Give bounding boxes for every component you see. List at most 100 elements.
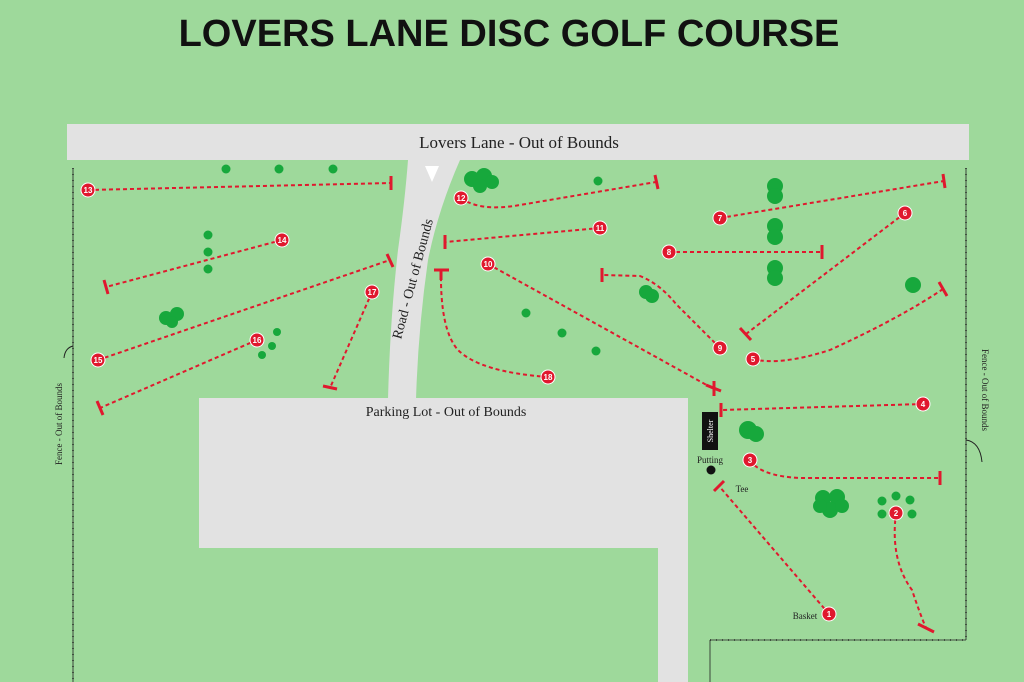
fairway-9 <box>602 274 721 349</box>
fairway-7 <box>719 180 945 219</box>
fairway-14 <box>105 239 283 288</box>
svg-text:1: 1 <box>827 610 832 619</box>
putting-label: Putting <box>697 455 724 465</box>
tree <box>203 264 213 274</box>
fairway-15 <box>97 259 391 361</box>
hole-marker-11: 11 <box>592 220 608 236</box>
parking-lot <box>199 398 688 682</box>
hole-marker-9: 9 <box>712 340 728 356</box>
svg-text:5: 5 <box>751 355 756 364</box>
hole-marker-5: 5 <box>745 351 761 367</box>
tree <box>268 342 276 350</box>
svg-text:11: 11 <box>596 224 605 233</box>
fairway-16 <box>99 339 258 409</box>
lovers-lane-road <box>67 124 969 160</box>
fairway-5 <box>752 288 944 363</box>
tee-pad-5 <box>937 281 949 297</box>
svg-text:10: 10 <box>484 260 493 269</box>
fence-left <box>63 168 74 682</box>
tree <box>739 421 764 442</box>
tee-pad-16 <box>95 400 105 416</box>
tee-pads <box>95 173 949 634</box>
tree <box>273 328 281 336</box>
trees <box>159 164 921 519</box>
hole-markers: 1 2 3 4 5 6 7 8 9 10 11 12 13 14 15 16 1… <box>80 182 931 622</box>
fairway-11 <box>444 227 601 243</box>
tee-pad-17 <box>322 384 338 391</box>
tee-pad-7 <box>941 173 947 189</box>
hole-marker-3: 3 <box>742 452 758 468</box>
tee-pad-14 <box>102 279 110 295</box>
tree <box>767 260 783 286</box>
fairway-12 <box>460 181 657 209</box>
tree <box>258 351 266 359</box>
hole-marker-10: 10 <box>480 256 496 272</box>
svg-text:9: 9 <box>718 344 723 353</box>
svg-text:4: 4 <box>921 400 926 409</box>
hole-marker-15: 15 <box>90 352 106 368</box>
svg-text:18: 18 <box>544 373 553 382</box>
hole-marker-8: 8 <box>661 244 677 260</box>
hole-marker-18: 18 <box>540 369 556 385</box>
tree <box>767 178 783 204</box>
svg-text:6: 6 <box>903 209 908 218</box>
lovers-lane-label: Lovers Lane - Out of Bounds <box>419 133 619 152</box>
tree <box>905 277 921 293</box>
fairway-1 <box>718 485 830 615</box>
tee-pad-6 <box>738 326 753 342</box>
hole-marker-1: 1 <box>821 606 837 622</box>
hole-marker-4: 4 <box>915 396 931 412</box>
hole-marker-2: 2 <box>888 505 904 521</box>
course-title: LOVERS LANE DISC GOLF COURSE <box>179 13 840 55</box>
tree <box>203 247 213 257</box>
tree <box>159 307 184 328</box>
tee-pad-12 <box>653 174 660 190</box>
svg-text:13: 13 <box>84 186 93 195</box>
tee-pad-2 <box>917 622 935 634</box>
fairway-2 <box>893 512 927 629</box>
shelter <box>702 412 718 450</box>
tree <box>877 491 917 519</box>
tree <box>813 489 849 518</box>
tee-label: Tee <box>736 484 749 494</box>
tee-pad-1 <box>712 479 726 493</box>
tee-pad-18 <box>434 268 449 280</box>
svg-text:12: 12 <box>457 194 466 203</box>
hole-marker-12: 12 <box>453 190 469 206</box>
fence-left-label: Fence - Out of Bounds <box>54 383 64 465</box>
svg-text:14: 14 <box>278 236 287 245</box>
road-arrow <box>425 166 439 182</box>
tree <box>557 328 567 338</box>
svg-text:16: 16 <box>253 336 262 345</box>
tee-pad-15 <box>385 253 395 268</box>
fairways <box>87 180 945 629</box>
tree <box>767 218 783 245</box>
svg-text:2: 2 <box>894 509 899 518</box>
fence-right-label: Fence - Out of Bounds <box>980 349 990 431</box>
fairway-10 <box>487 263 713 389</box>
fairway-13 <box>87 182 392 191</box>
tree <box>591 346 601 356</box>
hole-marker-16: 16 <box>249 332 265 348</box>
svg-text:8: 8 <box>667 248 672 257</box>
fairway-4 <box>721 403 924 411</box>
putting-marker <box>706 465 716 475</box>
tree <box>464 168 499 193</box>
fence-right <box>709 168 983 682</box>
hole-marker-17: 17 <box>364 284 380 300</box>
parking-label: Parking Lot - Out of Bounds <box>366 405 527 420</box>
fairway-18 <box>439 269 549 378</box>
tee-pad-10 <box>705 381 722 396</box>
hole-marker-6: 6 <box>897 205 913 221</box>
tree <box>593 176 603 186</box>
hole-marker-14: 14 <box>274 232 290 248</box>
svg-text:3: 3 <box>748 456 753 465</box>
tree <box>274 164 284 174</box>
access-road <box>388 160 460 400</box>
svg-text:15: 15 <box>94 356 103 365</box>
tree <box>203 230 213 240</box>
basket-label: Basket <box>793 611 818 621</box>
fairway-17 <box>329 291 373 389</box>
